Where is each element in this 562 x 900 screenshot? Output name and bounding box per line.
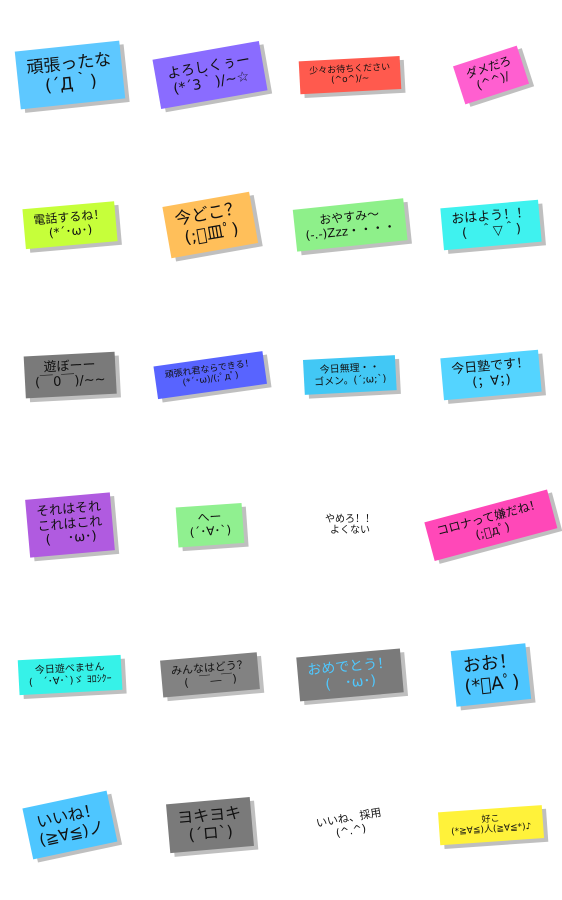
sticker-cell: 今どこ？(;ﾟ皿ﾟ): [140, 150, 280, 300]
sticker-cell: みんなはどう？( ￣―￣): [140, 600, 280, 750]
sticker-cell: よろしくぅー(*´3｀)/~☆: [140, 0, 280, 150]
sticker[interactable]: おやすみ～(-.-)Zzz・・・・: [292, 198, 408, 252]
sticker-cell: 今日塾です！(；∀；): [421, 300, 561, 450]
sticker-cell: へー(´･∀･`): [140, 450, 280, 600]
sticker[interactable]: 好こ(*≧∀≦)人(≧∀≦*)♪: [437, 805, 545, 845]
sticker-cell: いいね、採用(^.^): [280, 750, 420, 900]
sticker[interactable]: いいね！(≧∀≦)ノ: [22, 790, 118, 860]
sticker-text: やめろ！！: [325, 513, 375, 525]
sticker-text: ( ･ω･): [324, 672, 377, 694]
sticker-text: (´ロ`): [187, 822, 234, 845]
sticker-cell: 頑張れ君ならできる！(*´･ω)/(;ﾟдﾟ): [140, 300, 280, 450]
sticker[interactable]: いいね、採用(^.^): [304, 799, 395, 851]
sticker[interactable]: 少々お待ちください(^o^)/~: [298, 56, 402, 94]
sticker[interactable]: みんなはどう？( ￣―￣): [160, 652, 260, 698]
sticker-text: (￣0￣)/~~: [34, 372, 106, 391]
sticker-cell: コロナって嫌だね！(;ﾟдﾟ): [421, 450, 561, 600]
sticker-text: よくない: [330, 525, 370, 536]
sticker[interactable]: ダメだろ(^^)/: [452, 45, 530, 105]
sticker-cell: 少々お待ちください(^o^)/~: [280, 0, 420, 150]
sticker-cell: 遊ぼーー(￣0￣)/~~: [0, 300, 140, 450]
sticker-text: ( ￣―￣): [183, 671, 238, 690]
sticker[interactable]: 電話するね！(*´･ω･): [22, 201, 118, 249]
sticker-cell: おめでとう！( ･ω･): [280, 600, 420, 750]
sticker-text: (^o^)/~: [330, 74, 370, 86]
sticker[interactable]: ヨキヨキ(´ロ`): [166, 797, 254, 853]
sticker-text: (*≧∀≦)人(≧∀≦*)♪: [450, 822, 532, 838]
sticker[interactable]: 今日塾です！(；∀；): [440, 349, 542, 401]
sticker[interactable]: 頑張れ君ならできる！(*´･ω)/(;ﾟдﾟ): [153, 351, 267, 399]
sticker-cell: おやすみ～(-.-)Zzz・・・・: [280, 150, 420, 300]
sticker-text: (-.-)Zzz・・・・: [304, 219, 397, 243]
sticker-cell: おお！(*ﾟAﾟ): [421, 600, 561, 750]
sticker[interactable]: よろしくぅー(*´3｀)/~☆: [152, 41, 268, 109]
sticker[interactable]: 今日遊べません( ´･∀･`)ゞ ﾖﾛｼｸｰ: [17, 654, 123, 696]
sticker-text: (^.^): [334, 821, 368, 840]
sticker-cell: ヨキヨキ(´ロ`): [140, 750, 280, 900]
sticker-cell: 電話するね！(*´･ω･): [0, 150, 140, 300]
sticker[interactable]: おめでとう！( ･ω･): [296, 648, 404, 702]
sticker-text: ( ＾▽＾): [461, 221, 522, 242]
sticker[interactable]: 頑張ったな(´Д｀): [14, 40, 126, 110]
sticker-cell: 今日遊べません( ´･∀･`)ゞ ﾖﾛｼｸｰ: [0, 600, 140, 750]
sticker[interactable]: おお！(*ﾟAﾟ): [450, 643, 532, 707]
sticker-text: (´Д｀): [44, 71, 98, 97]
sticker[interactable]: 遊ぼーー(￣0￣)/~~: [23, 351, 117, 399]
sticker-cell: おはよう！！( ＾▽＾): [421, 150, 561, 300]
sticker-cell: 頑張ったな(´Д｀): [0, 0, 140, 150]
sticker-text: (*ﾟAﾟ): [463, 671, 521, 698]
sticker[interactable]: コロナって嫌だね！(;ﾟдﾟ): [424, 489, 558, 561]
sticker[interactable]: おはよう！！( ＾▽＾): [440, 199, 542, 251]
sticker-text: ( ･ω･): [45, 529, 98, 549]
sticker-cell: 好こ(*≧∀≦)人(≧∀≦*)♪: [421, 750, 561, 900]
sticker[interactable]: それはそれこれはこれ( ･ω･): [25, 492, 115, 558]
sticker-cell: それはそれこれはこれ( ･ω･): [0, 450, 140, 600]
sticker-cell: ダメだろ(^^)/: [421, 0, 561, 150]
sticker-text: (；∀；): [471, 372, 512, 391]
sticker[interactable]: へー(´･∀･`): [175, 502, 245, 548]
sticker-text: (´･∀･`): [189, 522, 232, 540]
sticker[interactable]: やめろ！！よくない: [310, 507, 390, 543]
sticker[interactable]: 今どこ？(;ﾟ皿ﾟ): [162, 191, 258, 259]
sticker-text: (*´･ω･): [48, 222, 93, 240]
sticker-cell: やめろ！！よくない: [280, 450, 420, 600]
sticker-text: ゴメン。(´;ω;`): [313, 373, 387, 388]
sticker[interactable]: 今日無理・・ゴメン。(´;ω;`): [302, 355, 398, 395]
sticker-cell: いいね！(≧∀≦)ノ: [0, 750, 140, 900]
sticker-cell: 今日無理・・ゴメン。(´;ω;`): [280, 300, 420, 450]
